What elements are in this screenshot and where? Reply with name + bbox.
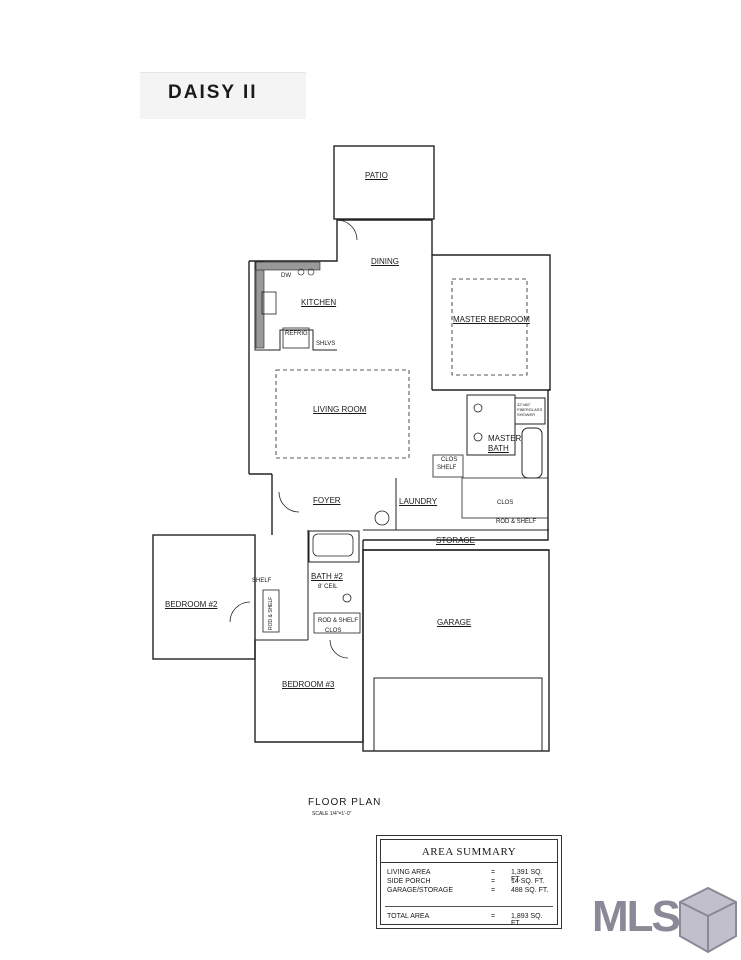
mls-logo-text: MLS: [592, 892, 681, 941]
lavatory: [473, 403, 483, 413]
garage-door: [373, 677, 543, 752]
lavatory: [473, 432, 483, 442]
bedroom2-door: [229, 601, 251, 623]
garage-door-swing: [374, 510, 390, 526]
area-eq: =: [491, 887, 496, 894]
area-value: 14 SQ. FT.: [511, 878, 545, 885]
floor-plan-scale: SCALE 1/4"=1'-0": [312, 811, 352, 817]
floor-plan-title: FLOOR PLAN: [308, 797, 382, 808]
room-label-bedroom2: BEDROOM #2: [165, 600, 218, 609]
area-eq: =: [491, 869, 496, 876]
label-clos-b3: CLOS: [325, 628, 342, 634]
room-label-laundry: LAUNDRY: [399, 497, 438, 506]
bath2-tub: [312, 533, 354, 557]
living-rug: [275, 369, 410, 459]
area-total-rule: [385, 906, 553, 907]
label-refrig: REFRIG: [285, 331, 308, 337]
area-eq: =: [491, 878, 496, 885]
label-shelf: SHELF: [437, 465, 457, 471]
label-master-clos: CLOS: [497, 500, 514, 506]
range-burner: [297, 268, 305, 276]
room-label-foyer: FOYER: [313, 496, 341, 505]
area-label: SIDE PORCH: [387, 878, 431, 885]
kitchen-cabinet-west: [255, 261, 265, 349]
room-label-bath2: BATH #2: [311, 572, 343, 581]
mls-logo: MLS: [592, 886, 738, 956]
room-label-dining: DINING: [371, 257, 399, 266]
kitchen-sink: [261, 291, 277, 315]
room-label-master-bath-2: BATH: [488, 444, 509, 453]
room-label-kitchen: KITCHEN: [301, 298, 337, 307]
closet: [432, 454, 464, 478]
label-fiberglass-shower: 32"x60" FIBERGLASS SHOWER: [517, 402, 543, 417]
bedroom3-door: [329, 639, 349, 659]
area-row: GARAGE/STORAGE = 488 SQ. FT.: [387, 887, 553, 896]
bath2-lav: [342, 593, 352, 603]
bedroom3-outline: [254, 540, 364, 743]
label-clos: CLOS: [441, 457, 458, 463]
patio-outline: [333, 145, 435, 220]
label-rod-shelf-b3: ROD & SHELF: [318, 618, 359, 624]
area-summary-rule: [381, 862, 557, 863]
bath2-outline: [308, 530, 360, 563]
label-shelf-b2: SHELF: [252, 578, 272, 584]
area-total-value: 1,893 SQ. FT.: [511, 913, 543, 927]
area-row: LIVING AREA = 1,391 SQ. FT.: [387, 869, 553, 883]
master-bath-outline: [466, 394, 516, 456]
room-label-bedroom3: BEDROOM #3: [282, 680, 335, 689]
area-total-row: TOTAL AREA = 1,893 SQ. FT.: [387, 913, 553, 927]
master-rug: [451, 278, 528, 376]
area-value: 488 SQ. FT.: [511, 887, 549, 894]
fiberglass-shower: [514, 397, 546, 425]
area-total-label: TOTAL AREA: [387, 913, 430, 920]
house-outer-wall: [249, 219, 551, 541]
room-label-storage: STORAGE: [436, 536, 475, 545]
master-tub: [521, 427, 543, 479]
refrigerator: [282, 327, 310, 349]
master-closet: [461, 477, 549, 519]
area-row: SIDE PORCH = 14 SQ. FT.: [387, 878, 553, 887]
area-value: 1,391 SQ. FT.: [511, 869, 543, 883]
label-dw: DW: [281, 273, 291, 279]
label-shlvs: SHLVS: [316, 341, 336, 347]
title-banner: [140, 72, 306, 119]
mls-box-icon: [679, 886, 737, 954]
room-label-living-room: LIVING ROOM: [313, 405, 367, 414]
patio-door: [336, 219, 358, 241]
area-summary-inner: AREA SUMMARY LIVING AREA = 1,391 SQ. FT.…: [380, 839, 558, 927]
bedroom2-outline: [152, 534, 256, 660]
room-label-patio: PATIO: [365, 171, 388, 180]
kitchen-cabinet-north: [255, 261, 321, 271]
range-burner: [307, 268, 315, 276]
area-label: GARAGE/STORAGE: [387, 887, 453, 894]
bedroom2-closet: [262, 589, 280, 633]
label-rod-shelf-b2: ROD & SHELF: [268, 596, 274, 630]
room-label-master-bedroom: MASTER BEDROOM: [453, 315, 530, 324]
plan-title: DAISY II: [168, 82, 258, 103]
area-total-eq: =: [491, 913, 496, 920]
garage-outline: [362, 549, 550, 752]
label-ceil: 8' CEIL: [318, 584, 338, 590]
bedroom3-closet: [313, 612, 361, 634]
area-summary-heading: AREA SUMMARY: [421, 846, 517, 858]
label-rod-shelf: ROD & SHELF: [496, 519, 537, 525]
room-label-garage: GARAGE: [437, 618, 472, 627]
room-label-master-bath: MASTER: [488, 434, 522, 443]
area-summary-box: AREA SUMMARY LIVING AREA = 1,391 SQ. FT.…: [376, 835, 562, 929]
area-label: LIVING AREA: [387, 869, 431, 876]
entry-door: [278, 491, 300, 513]
kitchen-counter: [254, 261, 337, 351]
